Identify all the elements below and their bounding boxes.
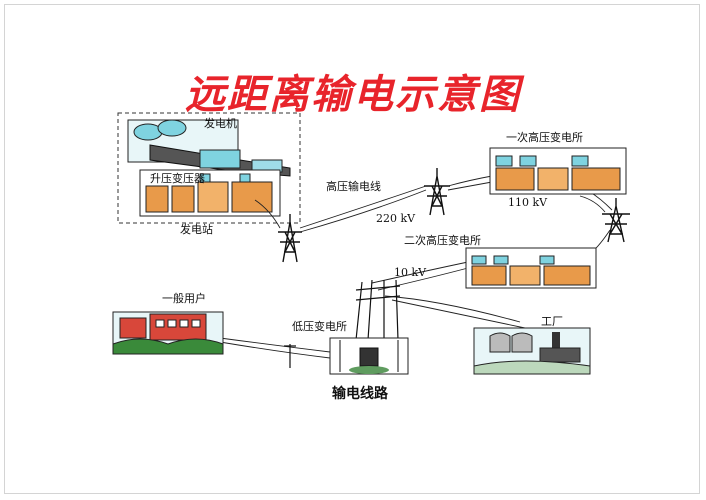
high-voltage-line-label: 高压输电线 [326, 179, 381, 193]
low-voltage-substation-label: 低压变电所 [292, 319, 347, 333]
step-up-transformer-label: 升压变压器 [150, 171, 205, 185]
diagram-title: 远距离输电示意图 [185, 72, 521, 118]
page-frame [4, 4, 700, 494]
general-user-illustration [112, 311, 224, 355]
tower-2 [424, 168, 450, 216]
voltage-110-label: 110 kV [508, 196, 548, 209]
primary-substation-illustration [489, 147, 627, 195]
voltage-10-label: 10 kV [394, 266, 427, 279]
low-voltage-substation-illustration [329, 337, 409, 375]
factory-label: 工厂 [541, 315, 563, 328]
power-station-label: 发电站 [180, 222, 213, 236]
secondary-substation-label: 二次高压变电所 [404, 233, 481, 247]
generator-illustration [127, 119, 291, 177]
tower-3 [602, 198, 630, 243]
factory-illustration [473, 327, 591, 375]
transmission-lines-caption: 输电线路 [332, 385, 389, 402]
distribution-poles [284, 279, 401, 368]
primary-substation-label: 一次高压变电所 [506, 130, 583, 144]
voltage-220-label: 220 kV [376, 212, 416, 225]
generator-label: 发电机 [204, 116, 237, 130]
secondary-substation-illustration [465, 247, 597, 289]
power-station-box [117, 112, 301, 224]
tower-1 [278, 214, 302, 263]
general-user-label: 一般用户 [162, 291, 206, 305]
step-up-transformer-illustration [139, 169, 281, 217]
